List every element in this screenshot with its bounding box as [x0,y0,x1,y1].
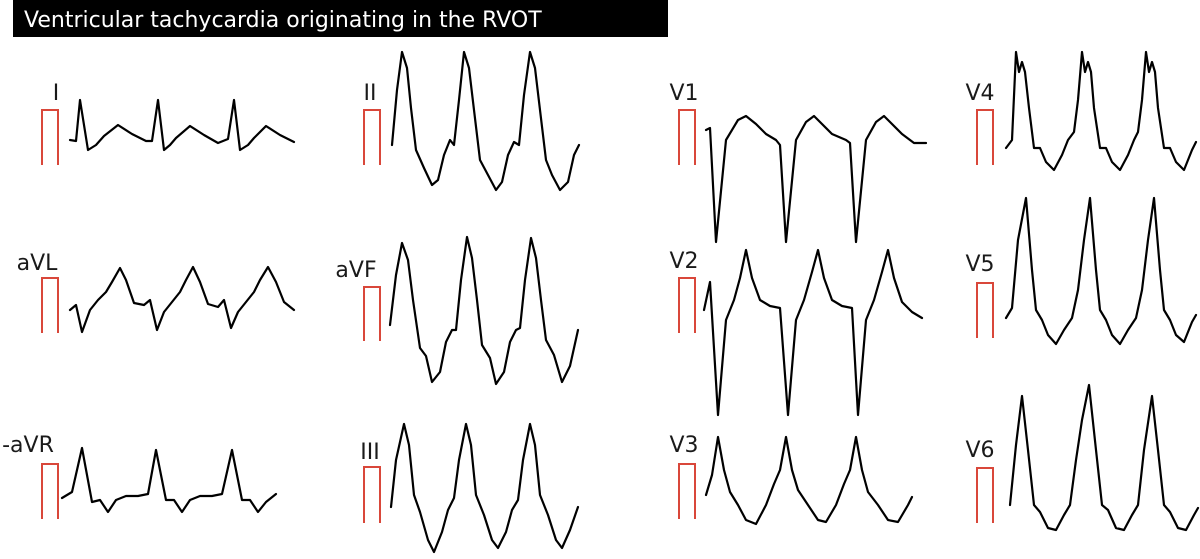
lead-group-I: I [41,81,296,165]
lead-label-V1: V1 [669,81,698,106]
calibration-pulse [41,109,59,165]
ecg-trace-V1 [704,114,928,244]
lead-group-aVL: aVL [17,251,296,334]
ecg-trace-V6 [1008,383,1200,532]
lead-group-V6: V6 [965,383,1200,532]
calibration-pulse [363,466,381,523]
lead-label-aVF: aVF [335,258,376,283]
ecg-trace-I [68,98,296,152]
lead-label-I: I [53,81,60,106]
lead-group-V2: V2 [669,248,924,417]
title-bar [13,0,668,37]
calibration-pulse [363,109,381,165]
ecg-trace-V3 [704,435,914,526]
lead-label-V4: V4 [965,81,994,106]
calibration-pulse [976,282,994,338]
ecg-trace-aVL [68,265,296,334]
lead-label-V3: V3 [669,433,698,458]
calibration-pulse [41,277,59,333]
ecg-trace-V4 [1004,50,1198,172]
ecg-trace-III [389,422,580,554]
calibration-pulse [976,467,994,523]
calibration-pulse [678,277,696,333]
calibration-pulse [678,463,696,519]
lead-label-minus-aVR: -aVR [2,433,54,458]
ecg-trace-II [390,50,581,192]
calibration-pulse [678,109,696,165]
lead-label-II: II [364,81,377,106]
calibration-pulse [41,463,59,519]
lead-group-III: III [360,422,580,554]
lead-group-II: II [363,50,581,192]
calibration-pulse [976,109,994,165]
lead-label-V2: V2 [669,249,698,274]
lead-label-V6: V6 [965,438,994,463]
lead-group-V1: V1 [669,81,928,244]
lead-group-V4: V4 [965,50,1198,172]
lead-group-aVF: aVF [335,235,580,386]
lead-group-V3: V3 [669,433,914,526]
ecg-trace-V5 [1004,196,1198,346]
ecg-trace-minus-aVR [60,446,278,514]
ecg-trace-aVF [388,235,580,386]
lead-label-V5: V5 [965,252,994,277]
calibration-pulse [363,286,381,341]
lead-label-III: III [360,440,379,465]
lead-label-aVL: aVL [17,251,59,276]
lead-group-minus-aVR: -aVR [2,433,278,519]
figure-title: Ventricular tachycardia originating in t… [24,8,542,33]
ecg-trace-V2 [702,248,924,417]
lead-group-V5: V5 [965,196,1198,346]
